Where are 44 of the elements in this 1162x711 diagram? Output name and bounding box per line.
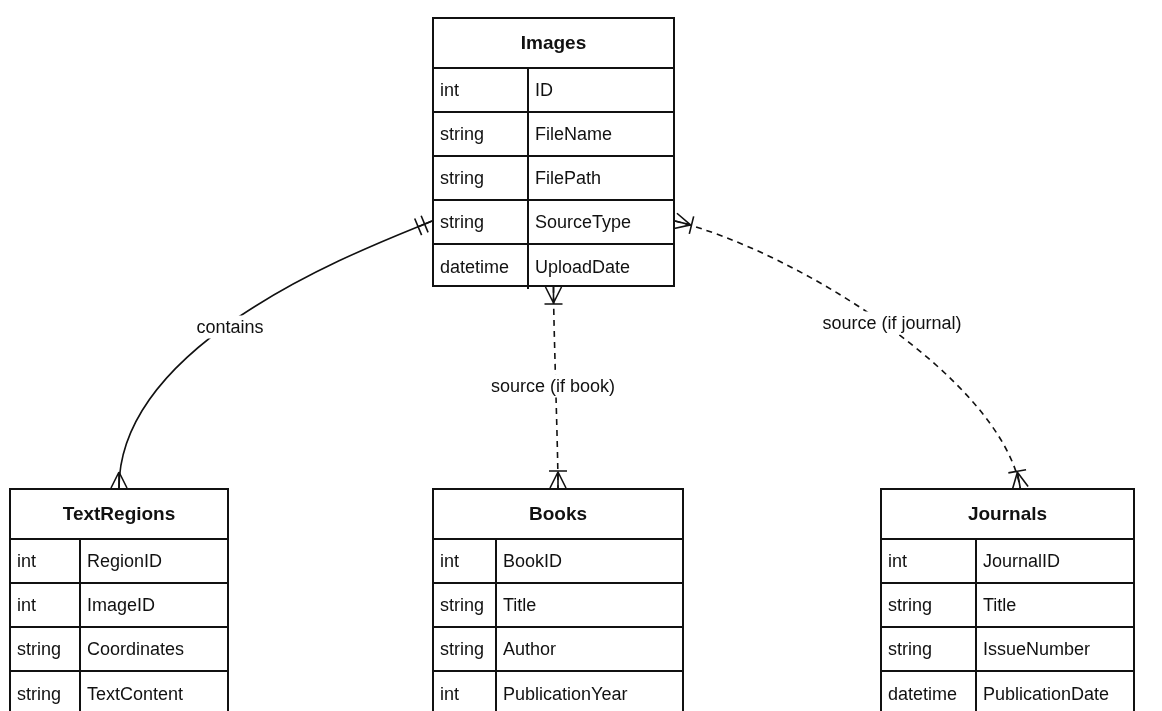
table-cell-text: Title [982, 593, 1018, 617]
table-cell: string [434, 584, 497, 626]
table-cell: int [434, 672, 497, 711]
table-cell-text: SourceType [534, 210, 633, 234]
table-cell: string [434, 113, 529, 155]
table-cell: string [434, 157, 529, 199]
table-cell: int [434, 540, 497, 582]
table-cell-text: TextContent [86, 682, 185, 706]
table-cell-text: RegionID [86, 549, 164, 573]
table-cell-text: Coordinates [86, 637, 186, 661]
table-cell-text: UploadDate [534, 255, 632, 279]
table-cell-text: FilePath [534, 166, 603, 190]
table-cell: datetime [434, 245, 529, 289]
table-cell-text: FileName [534, 122, 614, 146]
table-cell-text: ImageID [86, 593, 157, 617]
table-cell-text: ID [534, 78, 554, 102]
entity-table [9, 488, 229, 711]
table-cell-text: Author [502, 637, 558, 661]
entity-table [432, 17, 675, 287]
table-cell: string [11, 628, 81, 670]
table-cell: string [882, 584, 977, 626]
table-header: Images [434, 19, 673, 69]
table-cell: string [11, 672, 81, 711]
table-cell-text: PublicationDate [982, 682, 1111, 706]
entity-table [432, 488, 684, 711]
table-header: Journals [882, 490, 1133, 540]
table-cell-text: BookID [502, 549, 564, 573]
table-cell: string [434, 201, 529, 243]
table-cell: int [882, 540, 977, 582]
table-cell: int [434, 69, 529, 111]
table-cell: string [882, 628, 977, 670]
table-cell-text: JournalID [982, 549, 1062, 573]
relationship-line [110, 214, 433, 490]
relationship-line [543, 286, 568, 489]
table-cell: string [434, 628, 497, 670]
table-cell: datetime [882, 672, 977, 711]
table-cell-text: Title [502, 593, 538, 617]
table-cell: int [11, 540, 81, 582]
table-cell-text: PublicationYear [502, 682, 629, 706]
entity-table [880, 488, 1135, 711]
table-header: Books [434, 490, 682, 540]
table-header: TextRegions [11, 490, 227, 540]
table-cell: int [11, 584, 81, 626]
table-cell-text: IssueNumber [982, 637, 1092, 661]
